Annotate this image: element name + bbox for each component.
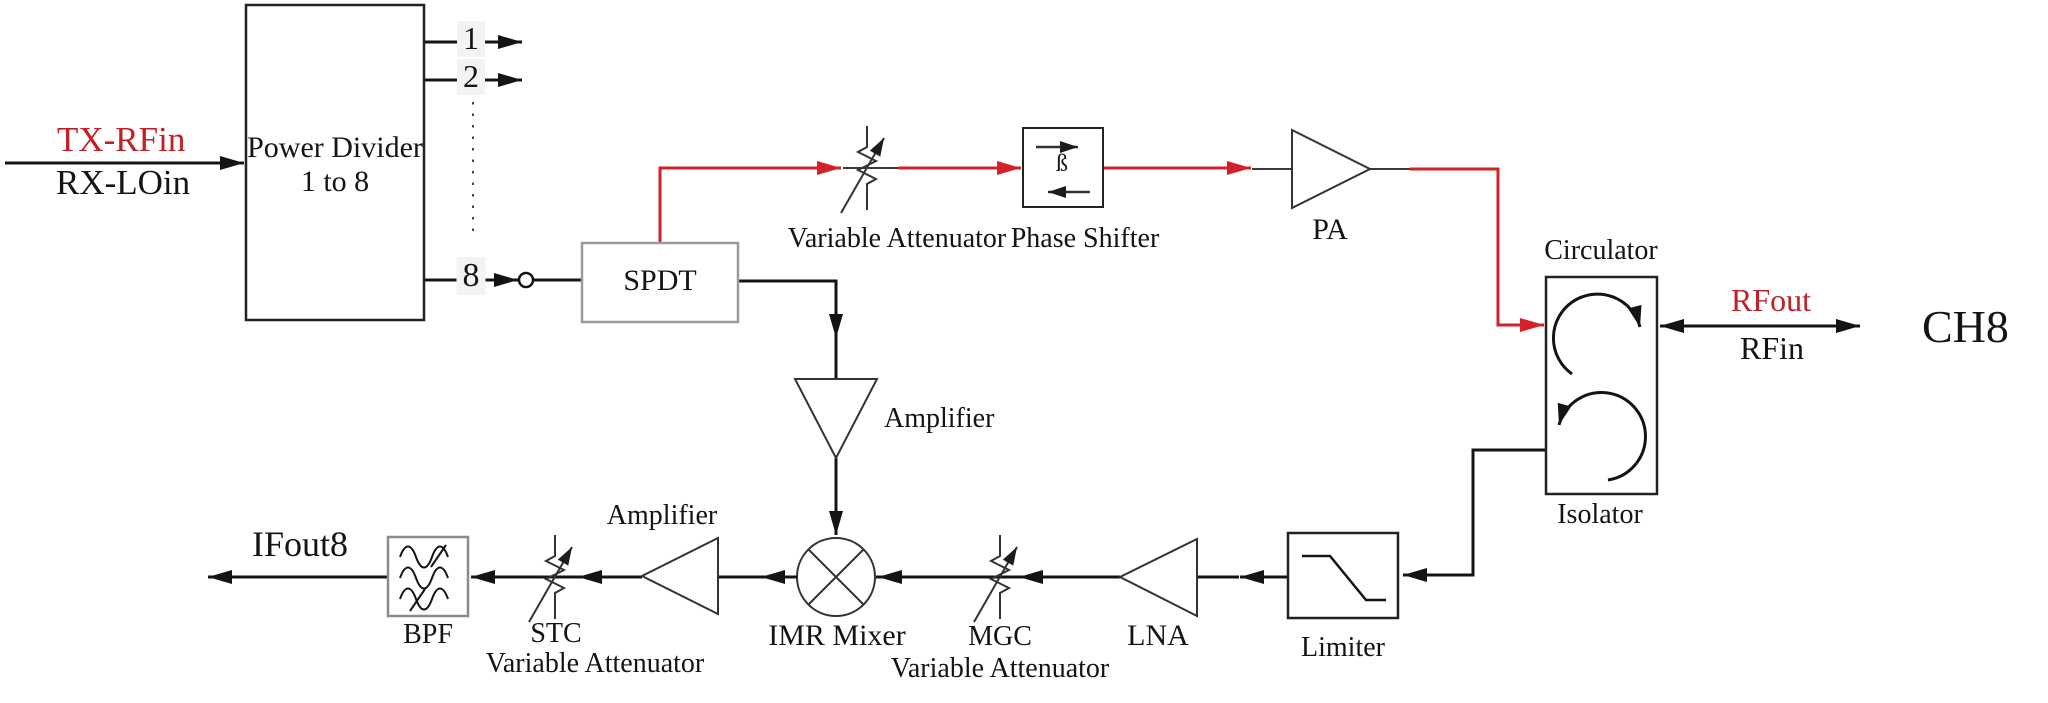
bpf-symbol <box>386 535 470 618</box>
rfout-label: RFout <box>1730 282 1812 318</box>
stc-variable-attenuator-symbol <box>528 535 573 623</box>
if-amplifier-triangle <box>639 536 719 616</box>
mgc-variable-attenuator-label: Variable Attenuator <box>890 653 1110 684</box>
tx-variable-attenuator-label: Variable Attenuator <box>787 223 1007 254</box>
circulator-label: Circulator <box>1544 235 1658 266</box>
phase-shifter-inner-arrows <box>1036 141 1090 198</box>
isolator-label: Isolator <box>1557 499 1643 530</box>
rx-loin-label: RX-LOin <box>56 163 191 202</box>
limiter-label: Limiter <box>1301 632 1385 663</box>
stc-label: STC <box>530 618 582 649</box>
channel-label: CH8 <box>1922 301 2009 352</box>
spdt-to-attenuator-line <box>658 161 841 244</box>
isolator-counterclockwise-arc <box>1557 391 1647 482</box>
phase-shifter-symbol: ß <box>1056 151 1068 177</box>
lna-triangle <box>1117 537 1198 618</box>
phase-shifter-label: Phase Shifter <box>1010 223 1160 254</box>
ifout8-label: IFout8 <box>252 524 349 564</box>
circulator-to-limiter-line <box>1403 448 1546 582</box>
spdt-lo-corner-line <box>738 279 843 338</box>
circulator-clockwise-arc <box>1551 292 1642 376</box>
limiter-box <box>1286 531 1400 620</box>
lna-label: LNA <box>1127 619 1189 652</box>
if-amplifier-label: Amplifier <box>606 500 718 531</box>
pa-label: PA <box>1312 213 1348 246</box>
bpf-waves <box>399 544 449 612</box>
red-tx-lines <box>658 161 1544 332</box>
attenuator-diagonal-arrow <box>973 546 1018 623</box>
rfin-label: RFin <box>1739 330 1805 366</box>
mgc-label: MGC <box>968 621 1032 652</box>
power-divider-box <box>244 3 426 322</box>
attenuator-zigzag <box>988 535 1012 619</box>
stc-variable-attenuator-label: Variable Attenuator <box>485 648 705 679</box>
port-1-label: 1 <box>457 20 485 57</box>
imr-mixer-label: IMR Mixer <box>768 619 906 652</box>
attenuator-zigzag <box>543 535 567 619</box>
port-2-label: 2 <box>457 58 485 95</box>
tx-variable-attenuator-symbol <box>840 126 885 214</box>
spdt-box <box>580 241 740 324</box>
port-8-label: 8 <box>456 257 486 296</box>
thin-connector-lines <box>843 167 1410 170</box>
lo-amplifier-triangle <box>793 378 879 461</box>
port8-connector-circle <box>517 271 535 289</box>
pa-amplifier-triangle <box>1291 128 1373 210</box>
mixer-x <box>807 548 865 606</box>
power-divider-title: Power Divider <box>247 131 423 164</box>
lo-amplifier-label: Amplifier <box>884 403 995 434</box>
pa-to-circulator-line <box>1410 167 1544 332</box>
black-signal-lines <box>5 35 1860 584</box>
limiter-transfer-curve <box>1302 554 1386 602</box>
spdt-label: SPDT <box>623 264 697 297</box>
attenuator-diagonal-arrow <box>528 546 573 623</box>
bpf-label: BPF <box>403 619 453 650</box>
power-divider-subtitle: 1 to 8 <box>300 165 370 198</box>
mgc-variable-attenuator-symbol <box>973 535 1018 623</box>
attenuator-diagonal-arrow <box>840 137 885 214</box>
tx-rfin-label: TX-RFin <box>57 120 186 159</box>
imr-mixer-symbol <box>796 537 876 617</box>
attenuator-zigzag <box>855 126 879 210</box>
